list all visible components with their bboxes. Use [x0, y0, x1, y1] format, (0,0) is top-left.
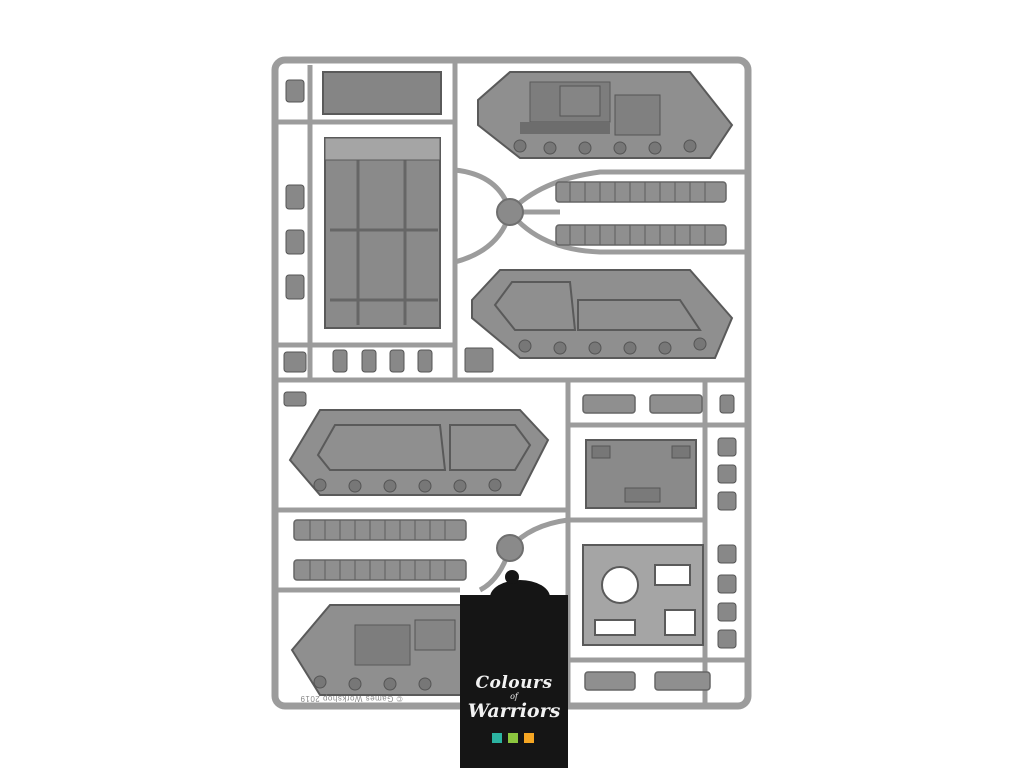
tank-side-panel-left [288, 409, 550, 496]
tank-wheels-left [313, 478, 502, 493]
tank-wheels-bottom [313, 675, 432, 691]
hatch-part [585, 439, 697, 509]
sprue-runners [278, 62, 746, 704]
ink-splatter [505, 570, 519, 584]
tank-wheels-top [513, 139, 697, 155]
track-link-strips [293, 181, 727, 691]
hull-plate-top [322, 71, 442, 115]
sprue-gate [496, 198, 524, 226]
tank-side-panel-bottom [290, 604, 471, 696]
track-link-dividers [309, 182, 706, 580]
tank-side-panel-top [477, 71, 734, 159]
small-parts-left [283, 79, 494, 407]
sprue-copyright-text: © Games Workshop 2019 [300, 694, 403, 703]
logo-swatch-teal [492, 733, 502, 743]
cab-box-part [582, 544, 704, 646]
hull-plate-large [324, 137, 441, 329]
watermark-logo: Colours of Warriors [460, 595, 568, 768]
logo-line-1: Colours [475, 673, 553, 693]
logo-swatch-orange [524, 733, 534, 743]
logo-color-swatches [492, 733, 534, 743]
small-parts-right [717, 394, 737, 649]
sprue-gate [496, 534, 524, 562]
tank-wheels-middle [518, 337, 707, 355]
logo-line-2: of [510, 692, 518, 701]
tank-side-panel-middle [471, 269, 734, 359]
logo-line-3: Warriors [467, 700, 561, 722]
logo-swatch-green [508, 733, 518, 743]
